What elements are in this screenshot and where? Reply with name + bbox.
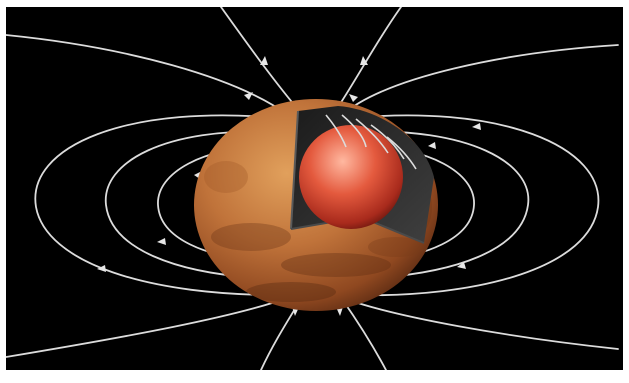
mars-planet xyxy=(194,99,438,311)
arrow-icon xyxy=(472,123,481,130)
planet-core xyxy=(299,125,403,229)
arrow-icon xyxy=(349,94,358,102)
arrow-icon xyxy=(157,238,166,245)
field-line xyxy=(342,45,618,115)
field-line xyxy=(6,35,288,115)
field-line xyxy=(338,7,401,107)
space-background xyxy=(6,7,623,370)
arrow-icon xyxy=(428,142,436,149)
field-line xyxy=(6,297,290,357)
field-line xyxy=(346,299,618,349)
arrow-icon xyxy=(260,56,268,65)
field-line xyxy=(221,7,296,107)
mars-magnetic-field-illustration xyxy=(6,7,623,370)
